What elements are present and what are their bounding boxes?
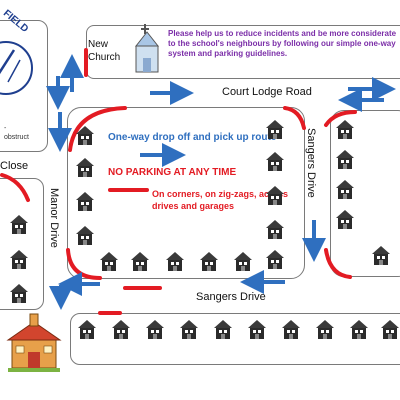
house-icon <box>282 320 300 339</box>
one-way-route-text: One-way drop off and pick up route <box>108 132 277 143</box>
logo-crest-icon <box>0 41 33 95</box>
house-icon <box>266 250 284 269</box>
house-icon <box>381 320 399 339</box>
house-icon <box>316 320 334 339</box>
house-icon <box>180 320 198 339</box>
red-line-bottom-left <box>66 248 102 280</box>
logo-footnote: - obstruct <box>4 124 29 142</box>
house-icon <box>336 150 354 169</box>
house-icon <box>10 215 28 234</box>
school-logo <box>0 30 44 110</box>
bottom-block <box>70 313 400 365</box>
no-parking-text: NO PARKING AT ANY TIME <box>108 167 237 178</box>
house-icon <box>234 252 252 271</box>
house-icon <box>266 152 284 171</box>
close-road-label: Close <box>0 160 29 172</box>
school-icon <box>6 313 62 372</box>
house-icon <box>100 252 118 271</box>
logo-footnote-2: obstruct <box>4 134 29 141</box>
house-icon <box>10 250 28 269</box>
sangers-drive-bottom-label: Sangers Drive <box>196 291 266 303</box>
house-icon <box>336 210 354 229</box>
red-line-right-corner <box>324 110 357 127</box>
house-icon <box>76 158 94 177</box>
house-icon <box>248 320 266 339</box>
house-icon <box>146 320 164 339</box>
house-icon <box>266 186 284 205</box>
arrows <box>46 54 396 310</box>
house-icon <box>78 320 96 339</box>
red-line-top-right <box>283 106 306 130</box>
house-icon <box>131 252 149 271</box>
logo-footnote-1: - <box>4 125 7 132</box>
red-lines <box>0 48 357 315</box>
house-icon <box>10 284 28 303</box>
house-icon <box>336 180 354 199</box>
house-icon <box>112 320 130 339</box>
red-line-close <box>0 173 30 202</box>
sangers-drive-right-label: Sangers Drive <box>305 128 317 198</box>
manor-drive-label: Manor Drive <box>48 188 60 248</box>
house-icon <box>214 320 232 339</box>
corners-note-text: On corners, on zig-zags, across drives a… <box>152 189 289 211</box>
court-lodge-road-label: Court Lodge Road <box>222 86 312 98</box>
houses <box>10 120 399 339</box>
church-label: New Church <box>88 38 120 64</box>
church-label-line1: New <box>88 39 109 50</box>
house-icon <box>336 120 354 139</box>
house-icon <box>372 246 390 265</box>
house-icon <box>266 120 284 139</box>
house-icon <box>76 226 94 245</box>
house-icon <box>200 252 218 271</box>
church-label-line2: Church <box>88 52 121 63</box>
house-icon <box>166 252 184 271</box>
house-icon <box>76 192 94 211</box>
central-block <box>67 107 305 279</box>
house-icon <box>266 220 284 239</box>
house-icon <box>350 320 368 339</box>
notice-text: Please help us to reduce incidents and b… <box>168 29 397 58</box>
red-line-right-lower <box>324 248 352 279</box>
